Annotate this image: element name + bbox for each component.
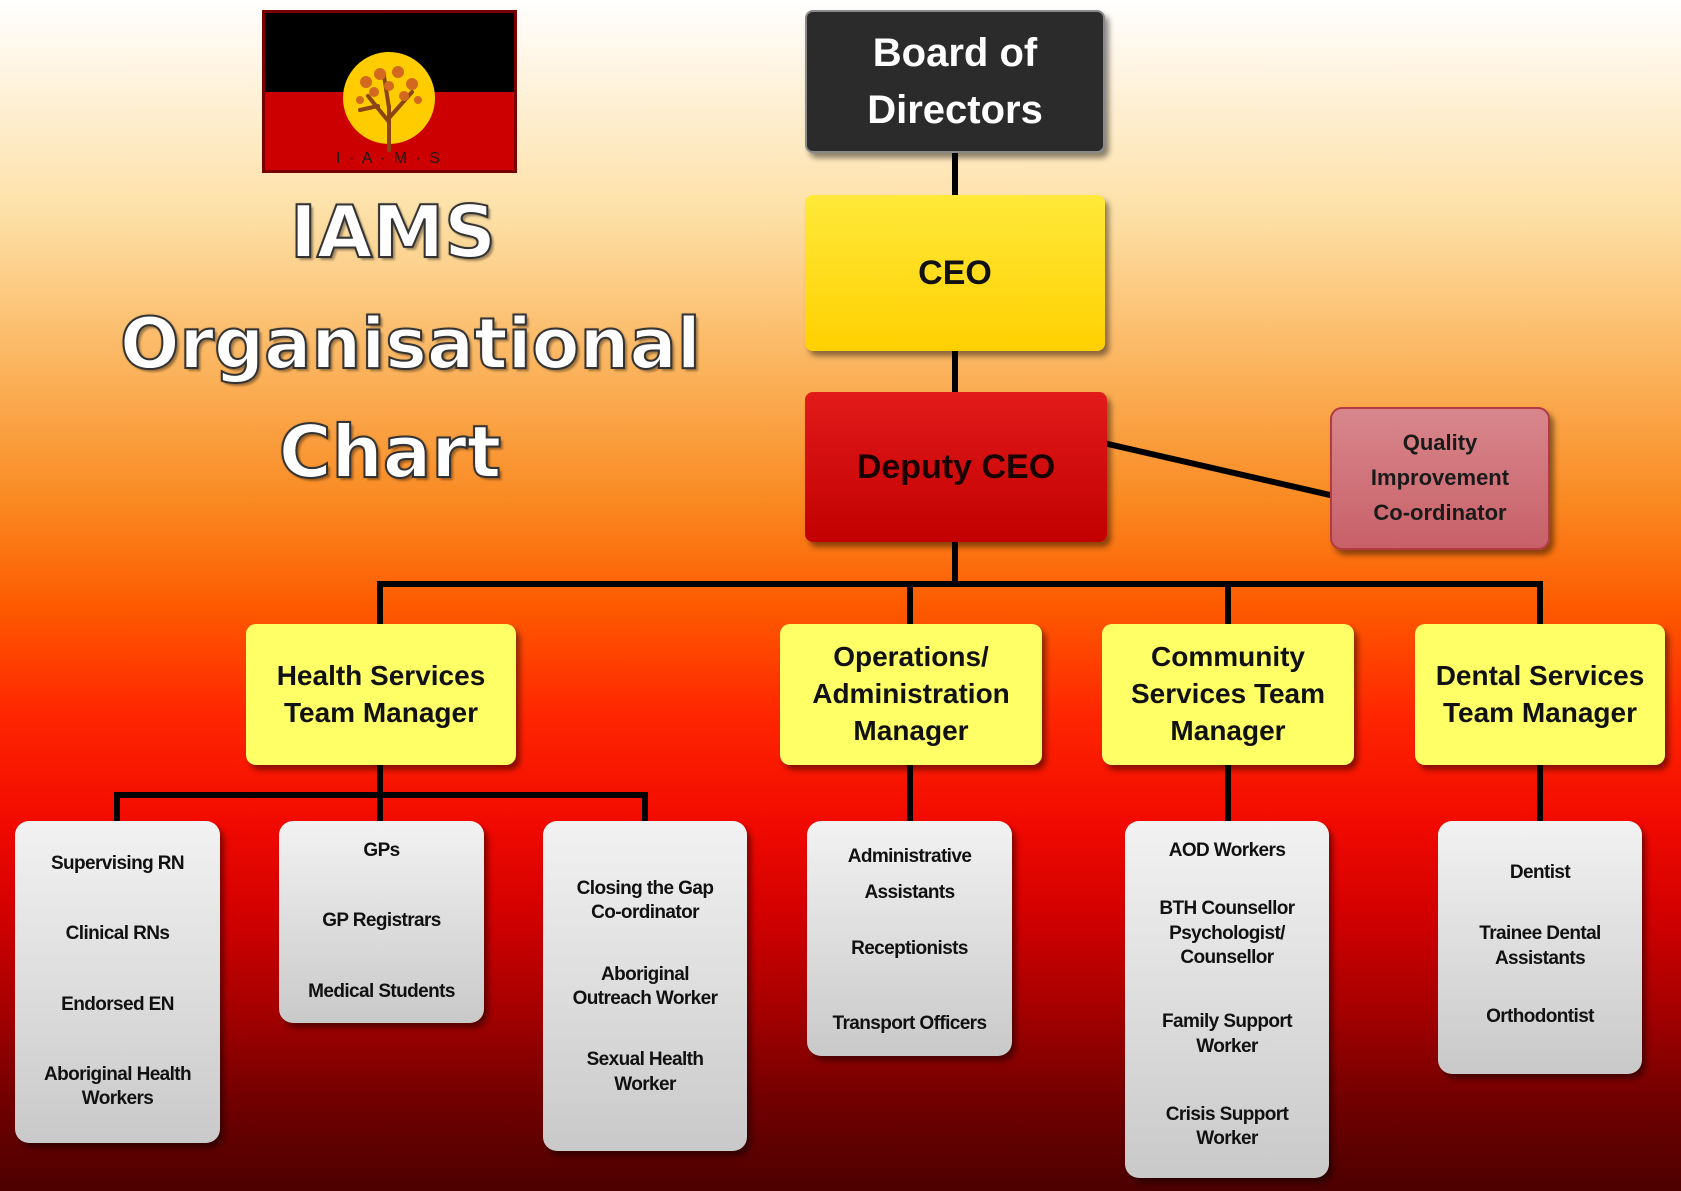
staff-item-aod-workers: AOD Workers [1168,840,1286,861]
title-line-3: Chart [278,409,503,495]
operations-manager-line-3: Manager [853,714,969,746]
community-manager-line-1: Community [1151,641,1305,673]
staff-item-receptionists: Receptionists [851,938,968,960]
operations-manager-line-2: Administration [812,678,1010,710]
quality-line-2: Improvement [1370,465,1510,491]
health-manager-line-2: Team Manager [284,696,478,728]
staff-item-trainee-dental-assistants: Trainee Dental Assistants [1479,923,1601,969]
medical-staff-box: GPs GP Registrars Medical Students [279,821,484,1023]
dental-manager-line-1: Dental Services [1435,659,1645,691]
board-of-directors-box: Board of Directors [805,10,1105,153]
deputy-ceo-label: Deputy CEO [856,447,1056,486]
iams-logo: I · A · M · S [262,10,517,173]
community-services-manager-box: Community Services Team Manager [1102,624,1354,765]
staff-item-medical-students: Medical Students [308,980,455,1002]
staff-item-bth-counsellor: BTH Counsellor Psychologist/ Counsellor [1159,898,1295,968]
staff-item-administrative-assistants: Administrative Assistants [847,846,972,904]
dental-manager-line-2: Team Manager [1443,696,1637,728]
staff-item-aboriginal-outreach-worker: Aboriginal Outreach Worker [572,963,718,1009]
community-staff-box: AOD Workers BTH Counsellor Psychologist/… [1125,821,1329,1178]
quality-line-3: Co-ordinator [1373,499,1507,525]
logo-initials: I · A · M · S [336,150,442,167]
staff-item-closing-the-gap: Closing the Gap Co-ordinator [576,878,714,924]
staff-item-sexual-health-worker: Sexual Health Worker [586,1049,704,1095]
board-line-1: Board of [872,30,1038,75]
administration-staff-box: Administrative Assistants Receptionists … [807,821,1012,1056]
health-services-manager-box: Health Services Team Manager [246,624,516,765]
title-line-2: Organisational [119,302,702,386]
ceo-label: CEO [918,253,992,292]
outreach-staff-box: Closing the Gap Co-ordinator Aboriginal … [543,821,747,1151]
staff-item-gp-registrars: GP Registrars [322,910,441,932]
dental-staff-box: Dentist Trainee Dental Assistants Orthod… [1438,821,1642,1074]
board-line-2: Directors [867,87,1043,132]
community-manager-line-3: Manager [1170,714,1286,746]
staff-item-transport-officers: Transport Officers [832,1012,988,1034]
health-manager-line-1: Health Services [276,659,486,691]
community-manager-line-2: Services Team [1130,678,1326,710]
staff-item-gps: GPs [363,840,400,861]
staff-item-family-support-worker: Family Support Worker [1162,1011,1292,1057]
staff-item-clinical-rns: Clinical RNs [65,923,170,945]
deputy-ceo-box: Deputy CEO [805,392,1107,542]
title-line-1: IAMS [289,189,497,275]
staff-item-endorsed-en: Endorsed EN [61,993,174,1015]
ceo-box: CEO [805,195,1105,351]
nursing-staff-box: Supervising RN Clinical RNs Endorsed EN … [15,821,220,1143]
staff-item-orthodontist: Orthodontist [1486,1005,1594,1027]
quality-improvement-box: Quality Improvement Co-ordinator [1330,407,1550,550]
quality-line-1: Quality [1402,430,1478,456]
dental-services-manager-box: Dental Services Team Manager [1415,624,1665,765]
operations-manager-box: Operations/ Administration Manager [780,624,1042,765]
staff-item-aboriginal-health-workers: Aboriginal Health Workers [43,1063,192,1110]
staff-item-crisis-support-worker: Crisis Support Worker [1165,1103,1289,1150]
staff-item-supervising-rn: Supervising RN [50,853,185,874]
operations-manager-line-1: Operations/ [833,641,989,673]
staff-item-dentist: Dentist [1509,862,1571,883]
